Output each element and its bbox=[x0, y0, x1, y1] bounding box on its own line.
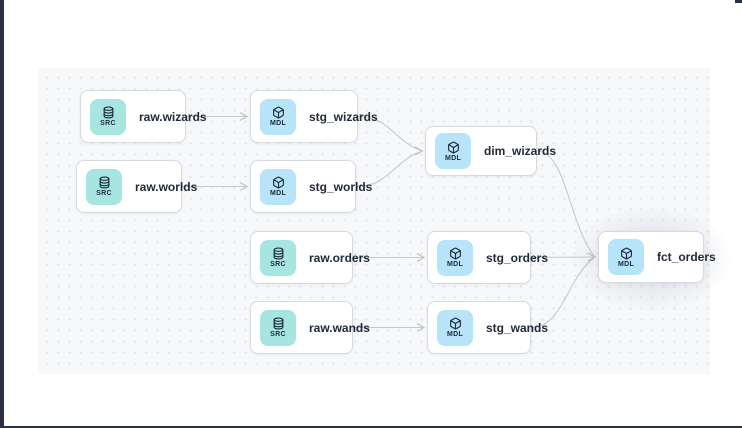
window-frame-bottom-edge bbox=[0, 426, 742, 428]
model-badge: MDL bbox=[260, 98, 296, 135]
node-label: fct_orders bbox=[657, 250, 716, 264]
source-badge: SRC bbox=[260, 309, 296, 346]
node-label: stg_wizards bbox=[309, 109, 378, 124]
dag-node-stg_wizards[interactable]: MDL stg_wizards bbox=[250, 90, 378, 143]
window-frame-left-edge bbox=[0, 0, 4, 428]
badge-label: MDL bbox=[444, 154, 462, 162]
dag-node-raw_orders[interactable]: SRC raw.orders bbox=[250, 231, 370, 284]
database-icon bbox=[99, 176, 109, 189]
cube-icon bbox=[449, 317, 461, 330]
node-label: raw.wizards bbox=[139, 109, 207, 124]
dag-edge-stg_wizards-to-dim_wizards bbox=[357, 115, 424, 156]
dag-node-fct_orders[interactable]: MDL fct_orders bbox=[598, 231, 716, 283]
badge-label: MDL bbox=[269, 120, 287, 127]
cube-icon bbox=[272, 106, 284, 119]
cube-icon bbox=[447, 141, 459, 153]
node-label: raw.orders bbox=[309, 250, 370, 265]
edge-layer bbox=[182, 111, 597, 333]
badge-label: MDL bbox=[269, 190, 287, 197]
badge-label: SRC bbox=[96, 190, 112, 197]
dag-edge-stg_worlds-to-dim_wizards bbox=[355, 146, 424, 188]
badge-label: SRC bbox=[100, 120, 116, 127]
node-label: stg_orders bbox=[486, 250, 549, 265]
node-label: stg_wands bbox=[486, 320, 549, 335]
window-frame-top-right-corner bbox=[735, 0, 742, 3]
model-badge: MDL bbox=[437, 239, 473, 276]
badge-label: MDL bbox=[617, 260, 635, 268]
node-label: stg_worlds bbox=[309, 179, 373, 194]
cube-icon bbox=[449, 247, 461, 260]
dag-edge-stg_wands-to-fct_orders bbox=[530, 252, 597, 329]
source-badge: SRC bbox=[86, 168, 122, 205]
dag-node-stg_worlds[interactable]: MDL stg_worlds bbox=[250, 160, 372, 213]
dag-edge-stg_orders-to-fct_orders bbox=[530, 252, 597, 262]
model-badge: MDL bbox=[608, 239, 644, 275]
cube-icon bbox=[272, 176, 284, 189]
database-icon bbox=[273, 317, 283, 330]
dag-node-stg_orders[interactable]: MDL stg_orders bbox=[427, 231, 548, 284]
dag-node-raw_worlds[interactable]: SRC raw.worlds bbox=[76, 160, 197, 213]
dag-edge-dim_wizards-to-fct_orders bbox=[536, 150, 597, 262]
model-badge: MDL bbox=[435, 133, 471, 169]
badge-label: MDL bbox=[446, 261, 464, 268]
database-icon bbox=[103, 106, 113, 119]
dag-node-dim_wizards[interactable]: MDL dim_wizards bbox=[425, 126, 556, 176]
node-label: dim_wizards bbox=[484, 144, 557, 158]
dag-node-raw_wizards[interactable]: SRC raw.wizards bbox=[80, 90, 207, 143]
badge-label: MDL bbox=[446, 331, 464, 338]
cube-icon bbox=[620, 247, 632, 259]
dag-node-stg_wands[interactable]: MDL stg_wands bbox=[427, 301, 548, 354]
model-badge: MDL bbox=[437, 309, 473, 346]
database-icon bbox=[273, 247, 283, 260]
node-label: raw.worlds bbox=[135, 179, 198, 194]
model-badge: MDL bbox=[260, 168, 296, 205]
badge-label: SRC bbox=[270, 261, 286, 268]
source-badge: SRC bbox=[90, 98, 126, 135]
node-label: raw.wands bbox=[309, 320, 370, 335]
dag-node-raw_wands[interactable]: SRC raw.wands bbox=[250, 301, 370, 354]
source-badge: SRC bbox=[260, 239, 296, 276]
badge-label: SRC bbox=[270, 331, 286, 338]
